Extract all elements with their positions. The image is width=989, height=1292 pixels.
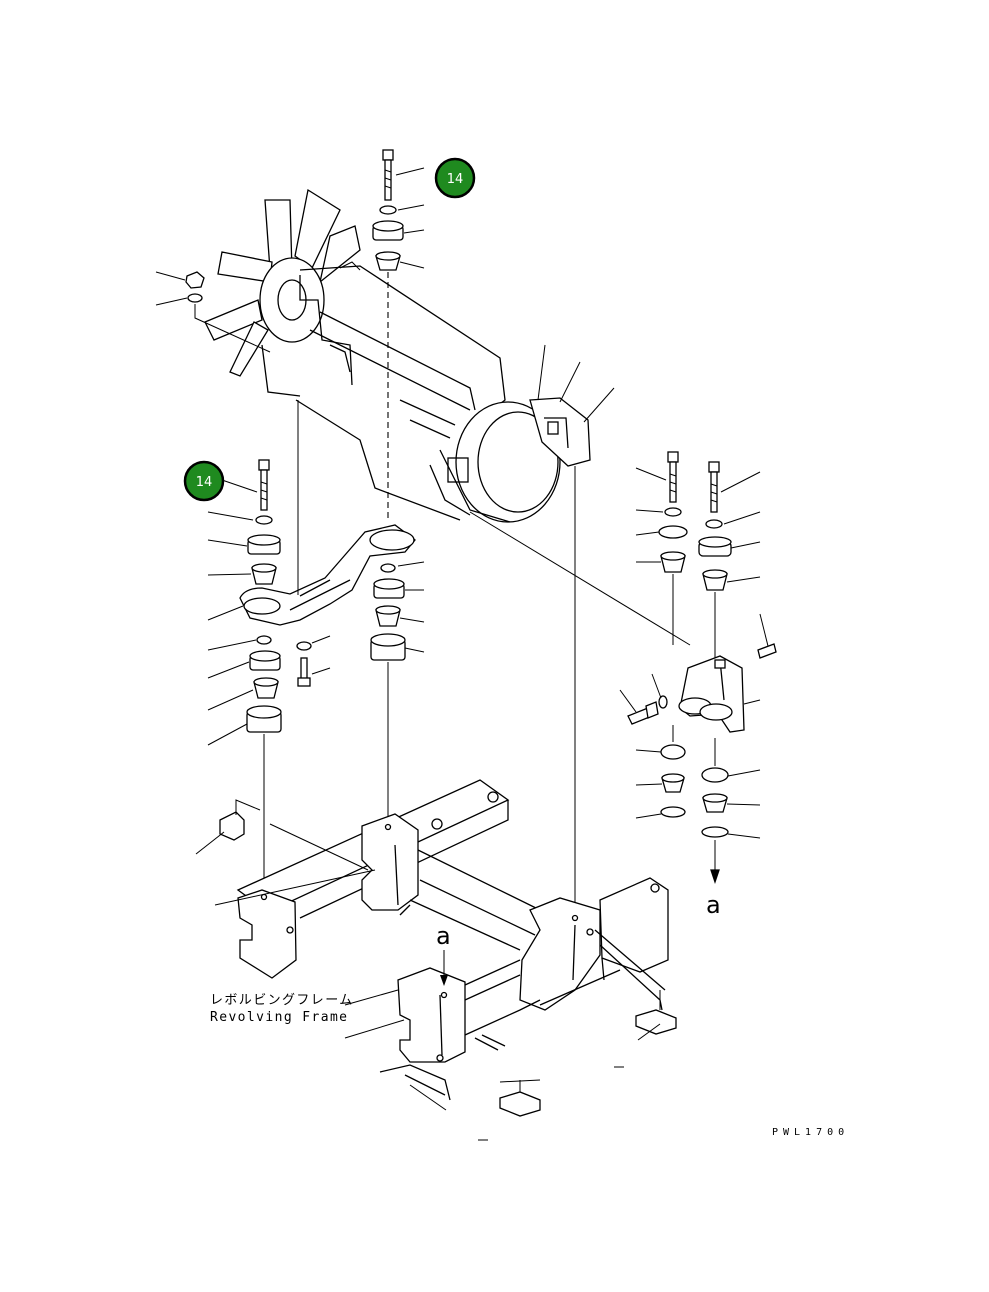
callout-badge-upper: 14 <box>434 157 476 199</box>
revolving-frame <box>195 779 677 1141</box>
right-mount-stacks <box>619 451 777 885</box>
engine-fan-assembly <box>204 188 591 523</box>
callout-badge-upper-text: 14 <box>447 172 464 187</box>
callout-badge-left-text: 14 <box>196 475 213 490</box>
frame-label-en: Revolving Frame <box>210 1010 348 1025</box>
view-marker-right: a <box>706 891 721 919</box>
callout-badge-upper-circle <box>434 157 476 199</box>
upper-center-mount-stack <box>372 149 425 520</box>
callout-badge-left-circle <box>183 460 225 502</box>
drawing-code: PWL1700 <box>772 1127 849 1138</box>
view-marker-top: a <box>436 922 451 950</box>
callout-badge-left: 14 <box>183 460 225 502</box>
frame-label-jp: レボルビングフレーム <box>210 993 354 1008</box>
front-support-bracket <box>239 524 416 626</box>
bracket-bolt-washer <box>296 635 331 687</box>
left-mount-stack <box>207 400 299 892</box>
front-nut-washer <box>155 271 271 353</box>
guide-line-engine-right <box>469 511 691 646</box>
center-lower-stack <box>370 561 425 825</box>
